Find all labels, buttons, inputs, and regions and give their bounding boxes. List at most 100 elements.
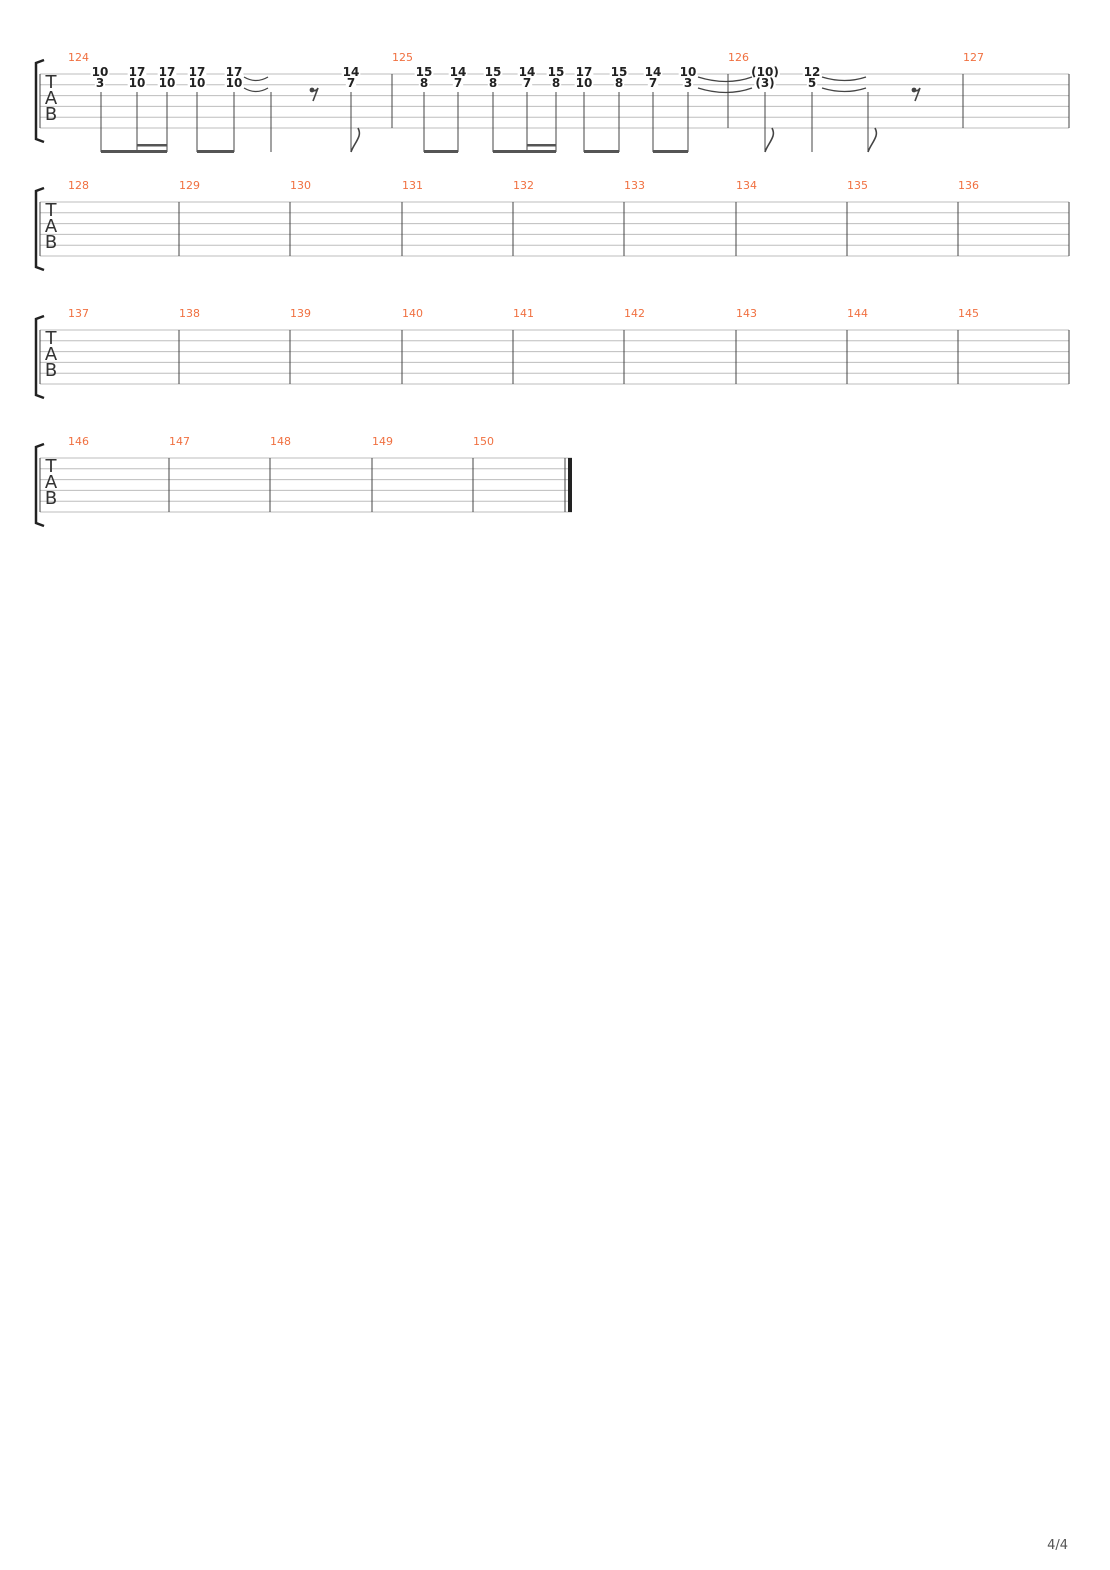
fret-number-backing (452, 77, 464, 89)
fret-number: 5 (808, 76, 816, 90)
fret-number: 17 (159, 65, 176, 79)
fret-number-backing (806, 77, 818, 89)
fret-number: 10 (680, 65, 697, 79)
tab-clef-letter: T (45, 328, 58, 349)
fret-number: (3) (755, 76, 774, 90)
bar-number: 143 (736, 307, 757, 320)
fret-number: 14 (343, 65, 360, 79)
tab-clef-letter: B (45, 104, 57, 125)
staff-system: TAB 124 125 126 127 (34, 51, 1070, 144)
fret-number: 14 (645, 65, 662, 79)
fret-number-backing (613, 77, 625, 89)
fret-number: 10 (159, 76, 176, 90)
fret-number-backing (414, 66, 434, 78)
fret-number-backing (574, 77, 594, 89)
bar-number: 131 (402, 179, 423, 192)
tab-clef-letter: B (45, 488, 57, 509)
fret-number-backing (546, 66, 566, 78)
fret-number-backing (750, 66, 780, 78)
bar-number: 126 (728, 51, 749, 64)
note-flags (350, 127, 878, 153)
page-number: 4/4 (1047, 1538, 1068, 1553)
fret-number: 17 (576, 65, 593, 79)
system-bracket (34, 58, 45, 144)
fret-number: 7 (649, 76, 657, 90)
fret-number-backing (127, 77, 147, 89)
fret-number: 14 (450, 65, 467, 79)
tab-clef-letter: A (45, 216, 58, 237)
bar-number: 127 (963, 51, 984, 64)
fret-number-backing (157, 77, 177, 89)
fret-number: 8 (489, 76, 497, 90)
fret-number-backing (647, 77, 659, 89)
fret-number-backing (609, 66, 629, 78)
bar-number: 139 (290, 307, 311, 320)
fret-number-backing (127, 66, 147, 78)
bar-number: 140 (402, 307, 423, 320)
bar-number: 132 (513, 179, 534, 192)
bar-number: 146 (68, 435, 89, 448)
fret-number-backing (224, 77, 244, 89)
fret-number-backing (483, 66, 503, 78)
fret-number: 10 (576, 76, 593, 90)
fret-number: 8 (420, 76, 428, 90)
fret-number-backing (157, 66, 177, 78)
fret-number-backing (345, 77, 357, 89)
fret-number: 8 (615, 76, 623, 90)
note-stems (100, 92, 869, 152)
fret-number: (10) (751, 65, 779, 79)
fret-number: 15 (485, 65, 502, 79)
eighth-rest (309, 87, 319, 102)
bar-number: 147 (169, 435, 190, 448)
fret-number-backing (224, 66, 244, 78)
fret-number-backing (550, 77, 562, 89)
fret-number: 3 (684, 76, 692, 90)
fret-number: 7 (454, 76, 462, 90)
fret-number-backing (418, 77, 430, 89)
note-beams (101, 144, 688, 153)
fret-number-backing (643, 66, 663, 78)
tab-clef-letter: A (45, 472, 58, 493)
bar-number: 144 (847, 307, 868, 320)
fret-number: 14 (519, 65, 536, 79)
eighth-rest (911, 87, 921, 102)
fret-number: 12 (804, 65, 821, 79)
tab-clef-letter: T (45, 200, 58, 221)
bar-number: 134 (736, 179, 757, 192)
fret-number-backing (517, 66, 537, 78)
fret-number: 15 (611, 65, 628, 79)
bar-number: 129 (179, 179, 200, 192)
tab-clef-letter: A (45, 88, 58, 109)
fret-number-backing (682, 77, 694, 89)
fret-number-backing (448, 66, 468, 78)
bar-number: 137 (68, 307, 89, 320)
fret-number: 10 (226, 76, 243, 90)
fret-number: 7 (523, 76, 531, 90)
tab-clef-letter: A (45, 344, 58, 365)
fret-number: 15 (548, 65, 565, 79)
fret-number-backing (187, 77, 207, 89)
system-bracket (34, 314, 45, 400)
tie-marks (243, 76, 867, 94)
bar-number: 124 (68, 51, 89, 64)
bar-number: 130 (290, 179, 311, 192)
final-barline (568, 458, 572, 512)
bar-number: 141 (513, 307, 534, 320)
fret-number: 3 (96, 76, 104, 90)
fret-number-backing (678, 66, 698, 78)
fret-number: 17 (129, 65, 146, 79)
fret-number: 17 (189, 65, 206, 79)
tab-clef-letter: B (45, 232, 57, 253)
fret-number: 7 (347, 76, 355, 90)
bar-number: 150 (473, 435, 494, 448)
fret-number: 17 (226, 65, 243, 79)
tab-clef-letter: T (45, 456, 58, 477)
bar-number: 145 (958, 307, 979, 320)
tab-clef-letter: T (45, 72, 58, 93)
fret-number-backing (521, 77, 533, 89)
fret-number: 10 (189, 76, 206, 90)
bar-number: 128 (68, 179, 89, 192)
